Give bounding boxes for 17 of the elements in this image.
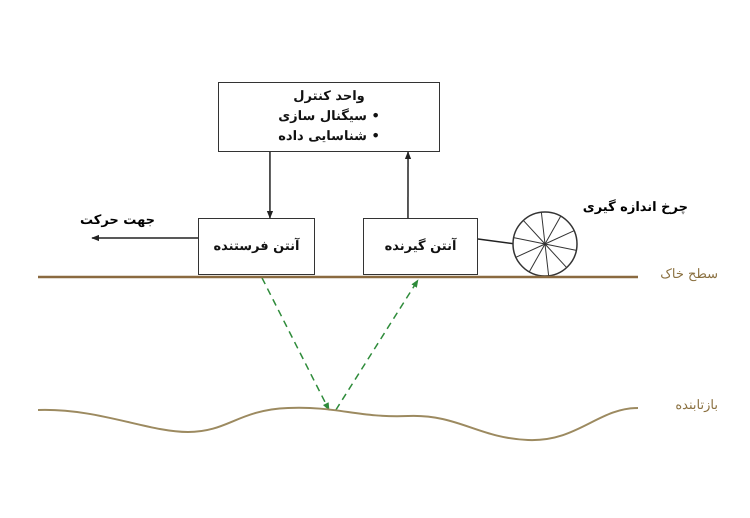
reflector-label: بازتابنده bbox=[675, 398, 718, 413]
wheel-label: چرخ اندازه گیری bbox=[582, 200, 688, 215]
dashed-arrow bbox=[261, 278, 330, 411]
arrow bbox=[91, 234, 198, 242]
box-label: آنتن فرستنده bbox=[213, 236, 300, 256]
ground-surface-label: سطح خاک bbox=[660, 267, 718, 282]
dashed-arrow bbox=[335, 279, 419, 410]
transmitter-antenna-box bbox=[198, 218, 315, 275]
arrow bbox=[266, 152, 274, 219]
control-unit-box bbox=[218, 82, 440, 152]
edge-label: جهت حرکت bbox=[80, 213, 156, 228]
arrow bbox=[404, 151, 412, 218]
list-item: • سیگنال سازی bbox=[278, 107, 380, 126]
receiver-antenna-box bbox=[363, 218, 478, 275]
box-label: آنتن گیرنده bbox=[384, 236, 456, 256]
list-item: • شناسایی داده bbox=[278, 128, 380, 146]
heading-text: واحد کنترل bbox=[293, 88, 365, 106]
